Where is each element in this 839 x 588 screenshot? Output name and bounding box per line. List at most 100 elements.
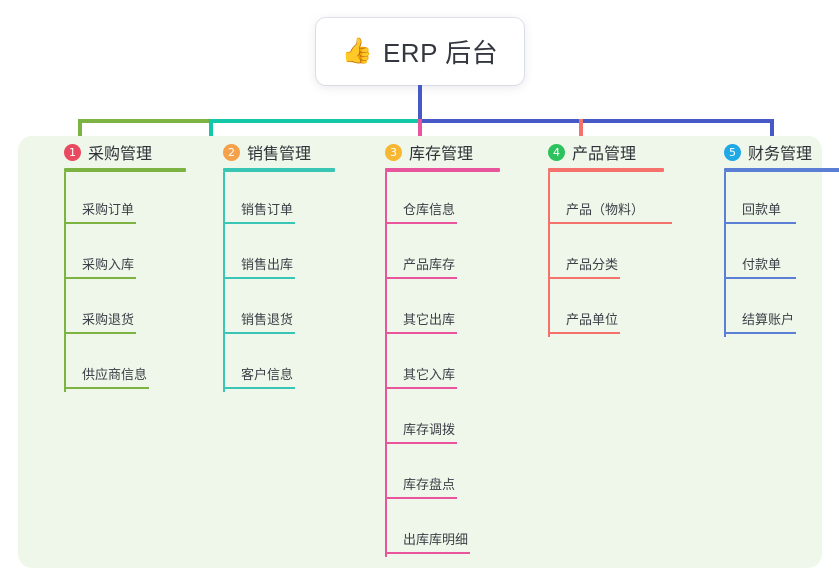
connector-drop-1 (78, 119, 82, 145)
branch-item[interactable]: 产品（物料） (526, 172, 701, 227)
branch-item-label: 库存调拨 (403, 422, 456, 437)
branch-item[interactable]: 其它出库 (363, 282, 528, 337)
branch-item[interactable]: 销售退货 (201, 282, 361, 337)
branch-item-underline (223, 277, 295, 279)
branch-title: 销售管理 (247, 146, 312, 163)
branch-item[interactable]: 采购退货 (42, 282, 202, 337)
branch-item-label: 回款单 (742, 202, 782, 217)
branch-item-label: 采购退货 (82, 312, 135, 327)
branch-item[interactable]: 销售出库 (201, 227, 361, 282)
branch-title: 产品管理 (572, 146, 637, 163)
branch-header-4[interactable]: 4 产品管理 (526, 136, 701, 168)
branch-item[interactable]: 采购入库 (42, 227, 202, 282)
branch-item[interactable]: 供应商信息 (42, 337, 202, 392)
branch-title: 采购管理 (88, 146, 153, 163)
branch-item-label: 产品单位 (566, 312, 619, 327)
thumbs-up-icon: 👍 (341, 37, 373, 65)
connector-drop-3 (418, 119, 422, 145)
branch-item[interactable]: 客户信息 (201, 337, 361, 392)
branch-item-underline (64, 387, 149, 389)
connector-root-stem (418, 85, 422, 121)
branch-item-underline (385, 497, 457, 499)
connector-bus-segment-green (78, 119, 211, 123)
branch-underline (385, 168, 500, 172)
branch-item-underline (724, 277, 796, 279)
branch-item[interactable]: 销售订单 (201, 172, 361, 227)
branch-item[interactable]: 出库库明细 (363, 502, 528, 557)
connector-drop-5 (770, 119, 774, 145)
branch-number-badge: 2 (223, 143, 240, 161)
branch-number-badge: 4 (548, 143, 565, 161)
branch-item-underline (548, 222, 672, 224)
connector-drop-4 (579, 119, 583, 145)
branch-item[interactable]: 结算账户 (702, 282, 839, 337)
branch-item-label: 销售退货 (241, 312, 294, 327)
branch-item-underline (64, 332, 136, 334)
branch-item-label: 客户信息 (241, 367, 294, 382)
branch-item-label: 其它出库 (403, 312, 456, 327)
branch-items: 产品（物料） 产品分类产品单位 (526, 172, 701, 337)
branch-item[interactable]: 回款单 (702, 172, 839, 227)
branch-item-label: 销售出库 (241, 257, 294, 272)
branch-item-label: 产品（物料） (566, 202, 645, 217)
branch-underline (223, 168, 335, 172)
branch-items: 仓库信息产品库存其它出库其它入库库存调拨库存盘点出库库明细 (363, 172, 528, 557)
branch-column-5: 5 财务管理回款单付款单结算账户 (702, 136, 839, 337)
branch-spine (64, 172, 66, 392)
root-node-label: ERP 后台 (382, 38, 499, 68)
branch-number-badge: 3 (385, 143, 402, 161)
branch-column-2: 2 销售管理销售订单销售出库销售退货客户信息 (201, 136, 361, 392)
branch-item-underline (64, 277, 136, 279)
branch-item-label: 其它入库 (403, 367, 456, 382)
branch-item[interactable]: 库存盘点 (363, 447, 528, 502)
branch-item[interactable]: 产品单位 (526, 282, 701, 337)
branch-item-label: 付款单 (742, 257, 782, 272)
branch-items: 销售订单销售出库销售退货客户信息 (201, 172, 361, 392)
branch-item[interactable]: 付款单 (702, 227, 839, 282)
branch-item-underline (385, 222, 457, 224)
branch-item-label: 采购订单 (82, 202, 135, 217)
branch-item-underline (385, 552, 470, 554)
branch-item-underline (724, 332, 796, 334)
branch-item[interactable]: 产品库存 (363, 227, 528, 282)
root-node[interactable]: 👍 ERP 后台 (316, 18, 524, 85)
branch-item[interactable]: 库存调拨 (363, 392, 528, 447)
branch-header-5[interactable]: 5 财务管理 (702, 136, 839, 168)
branch-item-label: 结算账户 (742, 312, 795, 327)
branch-item-label: 仓库信息 (403, 202, 456, 217)
branch-item-underline (223, 222, 295, 224)
branch-item[interactable]: 产品分类 (526, 227, 701, 282)
branch-title: 财务管理 (748, 146, 813, 163)
branch-spine (223, 172, 225, 392)
branch-underline (724, 168, 839, 172)
branch-item-label: 产品库存 (403, 257, 456, 272)
branch-header-2[interactable]: 2 销售管理 (201, 136, 361, 168)
branch-underline (548, 168, 664, 172)
branch-item[interactable]: 其它入库 (363, 337, 528, 392)
branch-items: 采购订单采购入库采购退货供应商信息 (42, 172, 202, 392)
branch-item-label: 出库库明细 (403, 532, 469, 547)
branch-item-underline (548, 332, 620, 334)
branch-item-underline (64, 222, 136, 224)
branch-underline (64, 168, 186, 172)
branch-item[interactable]: 采购订单 (42, 172, 202, 227)
branch-item-underline (223, 387, 295, 389)
branch-item-underline (385, 387, 457, 389)
branch-item-underline (385, 332, 457, 334)
branch-spine (385, 172, 387, 557)
branch-spine (724, 172, 726, 337)
connector-drop-2 (209, 119, 213, 145)
branch-number-badge: 5 (724, 143, 741, 161)
branch-item-underline (724, 222, 796, 224)
connector-bus-segment-blue (419, 119, 773, 123)
branch-items: 回款单付款单结算账户 (702, 172, 839, 337)
branch-item-label: 供应商信息 (82, 367, 148, 382)
branch-item[interactable]: 仓库信息 (363, 172, 528, 227)
branch-spine (548, 172, 550, 337)
branch-item-underline (385, 277, 457, 279)
